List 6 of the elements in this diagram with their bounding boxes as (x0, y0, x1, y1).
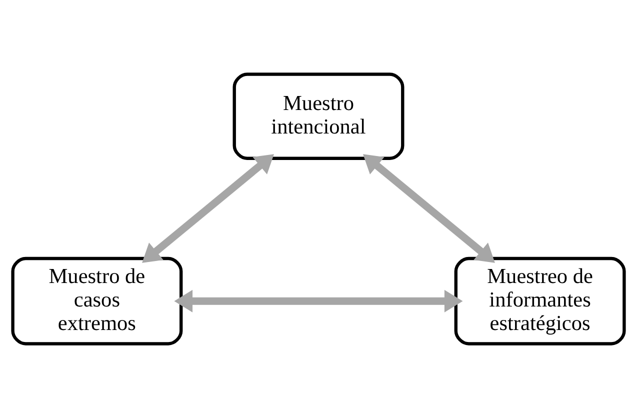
arrow (174, 290, 463, 312)
node-box: Muestro de casos extremos (11, 256, 183, 346)
node-box: Muestro intencional (232, 72, 404, 160)
arrow (142, 154, 274, 263)
node-box: Muestreo de informantes estratégicos (454, 256, 626, 346)
arrow (362, 154, 495, 263)
